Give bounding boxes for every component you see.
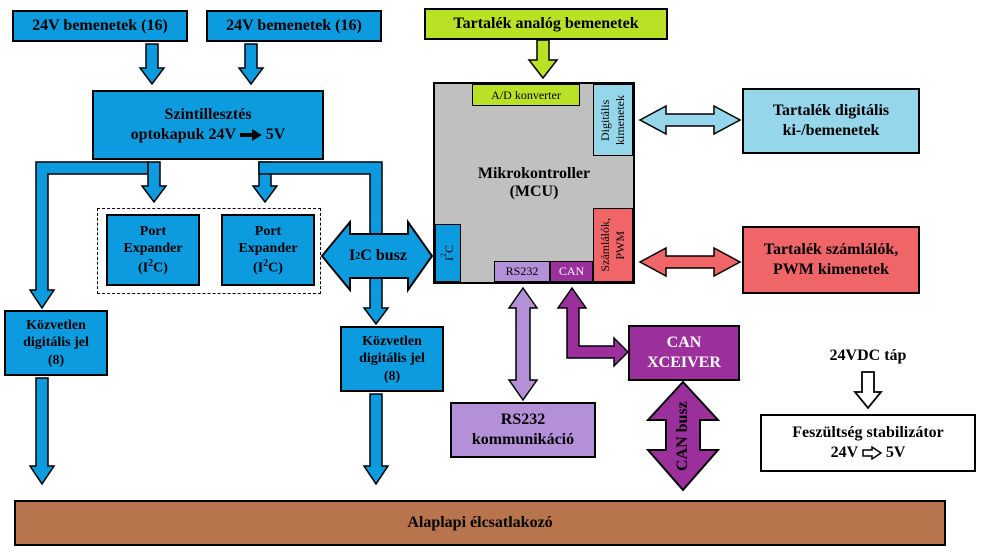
spare-counters-line2: PWM kimenetek: [773, 261, 889, 278]
spare-counters-line1: Tartalék számlálók,: [763, 241, 899, 258]
rs232-comm-line1: RS232: [500, 411, 546, 428]
direct-digital-right: Közvetlen digitális jel (8): [340, 326, 444, 392]
motherboard-connector-label: Alaplapi élcsatlakozó: [407, 514, 553, 531]
arrow-power-supply: [853, 371, 883, 410]
can-bus-label: CAN busz: [674, 401, 691, 471]
arrow-input-a-to-shifter: [138, 43, 166, 86]
voltage-regulator-line2: 24V 5V: [830, 444, 906, 461]
arrow-shifter-to-expander-1: [140, 161, 168, 204]
port-expander-1-line1: Port: [139, 223, 167, 239]
can-xceiver-line1: CAN: [666, 334, 702, 351]
input-box-b: 24V bemenetek (16): [206, 10, 382, 42]
port-expander-1-line3: (I2C): [138, 257, 168, 276]
arrow-direct-right-to-board: [362, 393, 390, 486]
rs232-comm-box: RS232 kommunikáció: [450, 402, 596, 458]
arrow-shifter-to-direct-left: [28, 161, 149, 310]
spare-digital-line2: ki-/bemenetek: [782, 122, 880, 139]
arrow-counters-pwm: [638, 246, 742, 278]
direct-digital-right-line1: Közvetlen: [362, 333, 422, 349]
direct-digital-left: Közvetlen digitális jel (8): [4, 310, 108, 376]
port-expander-2-line2: Expander: [238, 241, 298, 257]
rs232-comm-line2: kommunikáció: [471, 431, 575, 448]
arrow-input-b-to-shifter: [237, 43, 265, 86]
level-shifter-line1: Szintillesztés: [164, 106, 252, 123]
port-expander-2: Port Expander (I2C): [221, 214, 315, 286]
analog-input-box: Tartalék analóg bemenetek: [424, 8, 668, 40]
voltage-regulator-line1: Feszültség stabilizátor: [792, 424, 944, 441]
port-expander-1-line2: Expander: [123, 241, 183, 257]
level-shifter-box: Szintillesztés optokapuk 24V 5V: [92, 90, 324, 160]
input-box-b-label: 24V bemenetek (16): [226, 17, 362, 34]
port-expander-group: [97, 208, 321, 294]
mcu-title: Mikrokontroller (MCU): [450, 158, 618, 208]
input-box-a-label: 24V bemenetek (16): [32, 17, 168, 34]
power-supply-label: 24VDC táp: [829, 347, 907, 364]
arrow-can-to-xceiver: [556, 286, 630, 368]
arrow-rs232: [507, 286, 539, 402]
analog-input-label: Tartalék analóg bemenetek: [453, 15, 639, 32]
mcu-ad-converter: A/D konverter: [472, 84, 580, 106]
direct-digital-right-line3: (8): [383, 368, 401, 384]
motherboard-connector-bar: Alaplapi élcsatlakozó: [14, 500, 946, 546]
spare-counters-box: Tartalék számlálók, PWM kimenetek: [742, 226, 920, 294]
port-expander-1: Port Expander (I2C): [106, 214, 200, 286]
spare-digital-line1: Tartalék digitális: [772, 102, 890, 119]
mcu-i2c-port: I2C: [435, 224, 461, 282]
can-bus-arrow: [645, 380, 721, 492]
hollow-right-arrow-icon: [862, 445, 883, 461]
direct-digital-right-line2: digitális jel: [359, 351, 425, 367]
i2c-bus-arrow: [320, 218, 434, 294]
mcu-title-line1: Mikrokontroller: [477, 165, 591, 182]
arrow-analog-to-mcu: [527, 39, 559, 80]
input-box-a: 24V bemenetek (16): [12, 10, 188, 42]
port-expander-2-line1: Port: [254, 223, 282, 239]
voltage-regulator-box: Feszültség stabilizátor 24V 5V: [760, 414, 976, 472]
right-arrow-icon: [239, 129, 262, 142]
level-shifter-line2: optokapuk 24V 5V: [130, 126, 286, 143]
port-expander-2-line3: (I2C): [253, 257, 283, 276]
can-xceiver-box: CAN XCEIVER: [628, 325, 740, 381]
mcu-rs232-port: RS232: [494, 261, 550, 282]
direct-digital-left-line1: Közvetlen: [26, 317, 86, 333]
spare-digital-box: Tartalék digitális ki-/bemenetek: [742, 88, 920, 154]
can-xceiver-line2: XCEIVER: [647, 354, 721, 371]
mcu-title-line2: (MCU): [509, 183, 559, 200]
mcu-counters-pwm: Számlálók,PWM: [593, 208, 633, 282]
direct-digital-left-line2: digitális jel: [23, 335, 89, 351]
arrow-direct-left-to-board: [28, 377, 56, 486]
mcu-can-port: CAN: [550, 261, 593, 282]
direct-digital-left-line3: (8): [47, 352, 65, 368]
arrow-digital-io: [638, 104, 742, 136]
